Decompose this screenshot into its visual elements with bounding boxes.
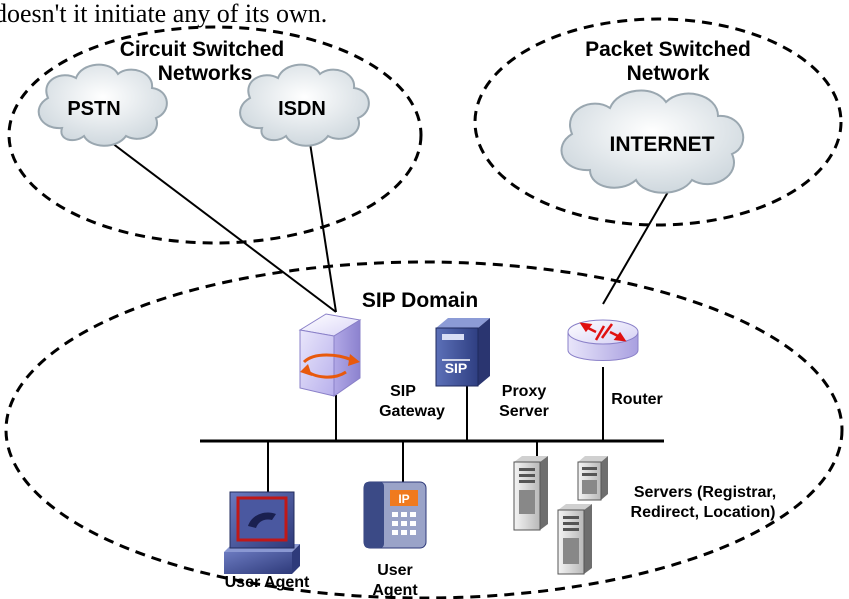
internet-to-router-line <box>602 184 673 305</box>
server-tower-top-icon <box>577 456 608 501</box>
isdn-label: ISDN <box>278 98 326 120</box>
pstn-to-gateway-line <box>111 142 337 313</box>
circuit-switched-title-line1: Circuit Switched <box>120 38 285 61</box>
user-agent-phone-label-line1: User <box>377 562 413 579</box>
proxy-server-label-line2: Server <box>499 403 549 420</box>
proxy-server-icon: SIP <box>435 318 490 387</box>
pstn-cloud: PSTN <box>37 63 168 147</box>
top-partial-text: doesn't it initiate any of its own. <box>0 0 327 28</box>
servers-label-line2: Redirect, Location) <box>631 504 776 521</box>
sip-gateway-label-line2: Gateway <box>379 403 445 420</box>
user-agent-phone-icon: IP <box>363 481 427 549</box>
pstn-label: PSTN <box>67 98 120 120</box>
sip-logo-text: SIP <box>445 360 468 376</box>
packet-switched-title-line2: Network <box>627 62 710 85</box>
router-icon <box>567 319 639 361</box>
server-tower-left-icon <box>513 456 548 531</box>
internet-cloud: INTERNET <box>560 89 745 194</box>
sip-gateway-label-line1: SIP <box>390 383 416 400</box>
user-agent-phone-label-line2: Agent <box>372 582 418 599</box>
isdn-cloud: ISDN <box>239 63 370 147</box>
isdn-to-gateway-line <box>309 142 337 313</box>
circuit-switched-boundary <box>7 25 423 245</box>
ip-badge-text: IP <box>398 492 409 506</box>
sip-gateway-icon <box>298 313 362 397</box>
servers-label-line1: Servers (Registrar, <box>634 484 776 501</box>
packet-switched-boundary <box>473 17 843 227</box>
packet-switched-title-line1: Packet Switched <box>585 38 751 61</box>
router-label: Router <box>611 391 663 408</box>
circuit-switched-title-line2: Networks <box>158 62 253 85</box>
user-agent-pc-label: User Agent <box>225 574 310 591</box>
connection-lines <box>111 142 673 492</box>
sip-domain-boundary <box>4 260 844 599</box>
internet-label: INTERNET <box>610 133 715 156</box>
proxy-server-label-line1: Proxy <box>502 383 547 400</box>
sip-domain-title: SIP Domain <box>362 289 478 312</box>
user-agent-pc-icon <box>224 491 300 574</box>
server-tower-bottom-icon <box>557 504 592 575</box>
